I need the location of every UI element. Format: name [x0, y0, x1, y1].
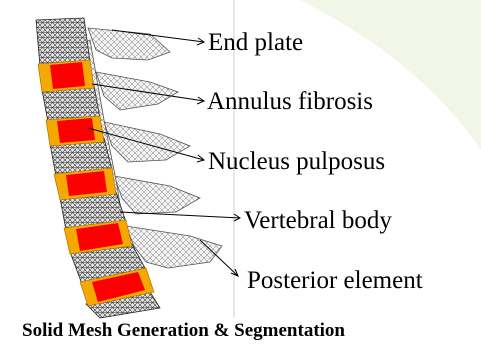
disc-1 — [38, 60, 94, 92]
arrow-vertebral — [120, 212, 240, 218]
label-posterior-element: Posterior element — [247, 268, 423, 293]
disc-3 — [54, 168, 116, 200]
label-nucleus-pulposus: Nucleus pulposus — [208, 149, 385, 174]
background-accent — [300, 0, 481, 150]
label-annulus-fibrosis: Annulus fibrosis — [207, 89, 373, 114]
figure-caption: Solid Mesh Generation & Segmentation — [22, 320, 345, 342]
disc-2 — [46, 116, 104, 146]
label-end-plate: End plate — [208, 30, 303, 55]
label-vertebral-body: Vertebral body — [244, 208, 392, 233]
